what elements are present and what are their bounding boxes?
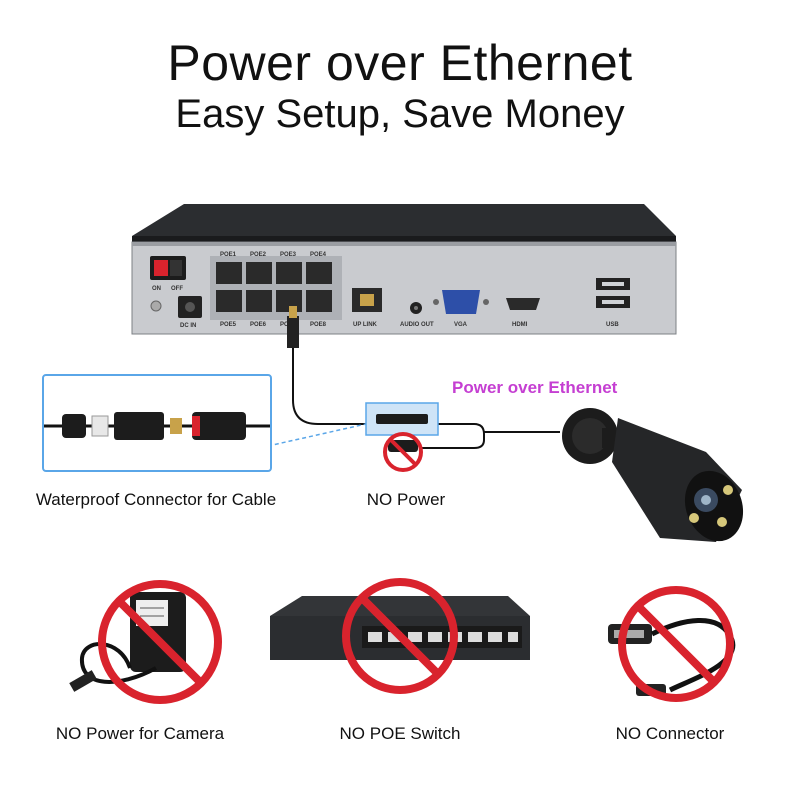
vga-port xyxy=(442,290,480,314)
page-subtitle: Easy Setup, Save Money xyxy=(175,92,625,136)
bottom-caption: NO POE Switch xyxy=(339,724,461,743)
vga-label: VGA xyxy=(454,322,468,328)
poe-port xyxy=(216,262,242,284)
power-adapter-icon xyxy=(69,580,222,704)
waterproof-connector-icon xyxy=(44,412,270,440)
poe-label: Power over Ethernet xyxy=(452,378,618,397)
no-power-caption: NO Power xyxy=(366,490,446,509)
poe-port xyxy=(306,290,332,312)
bottom-caption: NO Power for Camera xyxy=(55,724,225,743)
nvr-top-panel xyxy=(132,204,676,236)
dc-in-label: DC IN xyxy=(180,323,196,329)
poe-port xyxy=(246,290,272,312)
hdmi-port xyxy=(506,298,540,310)
usb-connector-icon xyxy=(608,586,736,702)
bottom-caption: NO Connector xyxy=(615,724,725,743)
hdmi-label: HDMI xyxy=(512,322,528,328)
waterproof-caption: Waterproof Connector for Cable xyxy=(35,490,277,509)
poe-port xyxy=(216,290,242,312)
page-title: Power over Ethernet xyxy=(167,35,633,91)
poe-bottom-label: POE6 xyxy=(250,322,267,328)
poe-port xyxy=(246,262,272,284)
nvr-device: ON OFF DC IN POE1 POE2 POE3 POE4 POE5 PO… xyxy=(131,204,677,335)
audio-out-label: AUDIO OUT xyxy=(400,322,434,328)
bullet-camera-icon xyxy=(562,408,744,542)
waterproof-connector-inset xyxy=(42,374,272,472)
poe-port xyxy=(276,262,302,284)
poe-top-label: POE4 xyxy=(310,252,327,258)
power-switch-rocker xyxy=(154,260,168,276)
switch-off-label: OFF xyxy=(171,286,183,292)
poe-bottom-label: POE5 xyxy=(220,322,237,328)
usb-label: USB xyxy=(606,322,619,328)
switch-on-label: ON xyxy=(152,286,161,292)
poe-port xyxy=(306,262,332,284)
poe-top-label: POE2 xyxy=(250,252,267,258)
poe-switch-icon xyxy=(270,578,530,694)
rj45-plug xyxy=(287,316,299,348)
poe-top-label: POE3 xyxy=(280,252,297,258)
poe-top-label: POE1 xyxy=(220,252,237,258)
uplink-label: UP LINK xyxy=(353,322,378,328)
ground-screw xyxy=(150,300,162,312)
poe-bottom-label: POE8 xyxy=(310,322,327,328)
no-power-sign-icon xyxy=(383,432,423,472)
